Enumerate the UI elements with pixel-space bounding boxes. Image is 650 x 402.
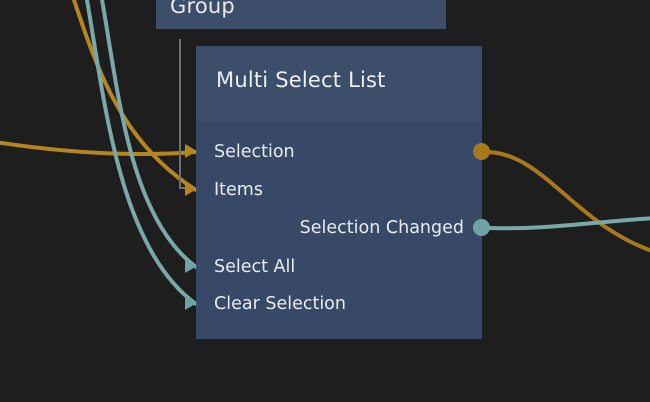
port-connector-output-selection[interactable] [473,143,490,160]
port-row-input-clear-selection[interactable]: Clear Selection [196,293,482,315]
wire-in-select-all [100,0,198,269]
wire-out-selection-changed [487,216,650,231]
port-label-input-items: Items [214,180,263,200]
wire-in-selection-flat [0,140,198,156]
port-row-input-items[interactable]: Items [196,179,482,201]
port-connector-input-selection[interactable] [185,144,197,158]
group-rail [179,39,181,189]
port-label-input-selection: Selection [214,142,295,162]
port-connector-input-select-all[interactable] [185,259,197,273]
port-label-input-clear-selection: Clear Selection [214,294,346,314]
wire-out-selection [487,150,650,253]
node-multi-select-list[interactable]: Multi Select List Selection Items Select… [196,46,482,339]
group-node[interactable]: Group [156,0,446,29]
port-row-input-selection[interactable]: Selection [196,141,482,163]
port-label-output-selection-changed: Selection Changed [299,218,464,238]
port-row-input-select-all[interactable]: Select All [196,256,482,278]
group-title: Group [170,0,235,18]
port-label-input-select-all: Select All [214,257,296,277]
port-connector-output-selection-changed[interactable] [473,219,490,236]
group-rail-foot [179,187,189,189]
node-title: Multi Select List [216,68,386,92]
port-connector-input-clear-selection[interactable] [185,296,197,310]
node-header[interactable]: Multi Select List [196,46,482,122]
port-connector-input-items[interactable] [185,182,197,196]
port-row-output-selection-changed[interactable]: Selection Changed [196,217,482,239]
